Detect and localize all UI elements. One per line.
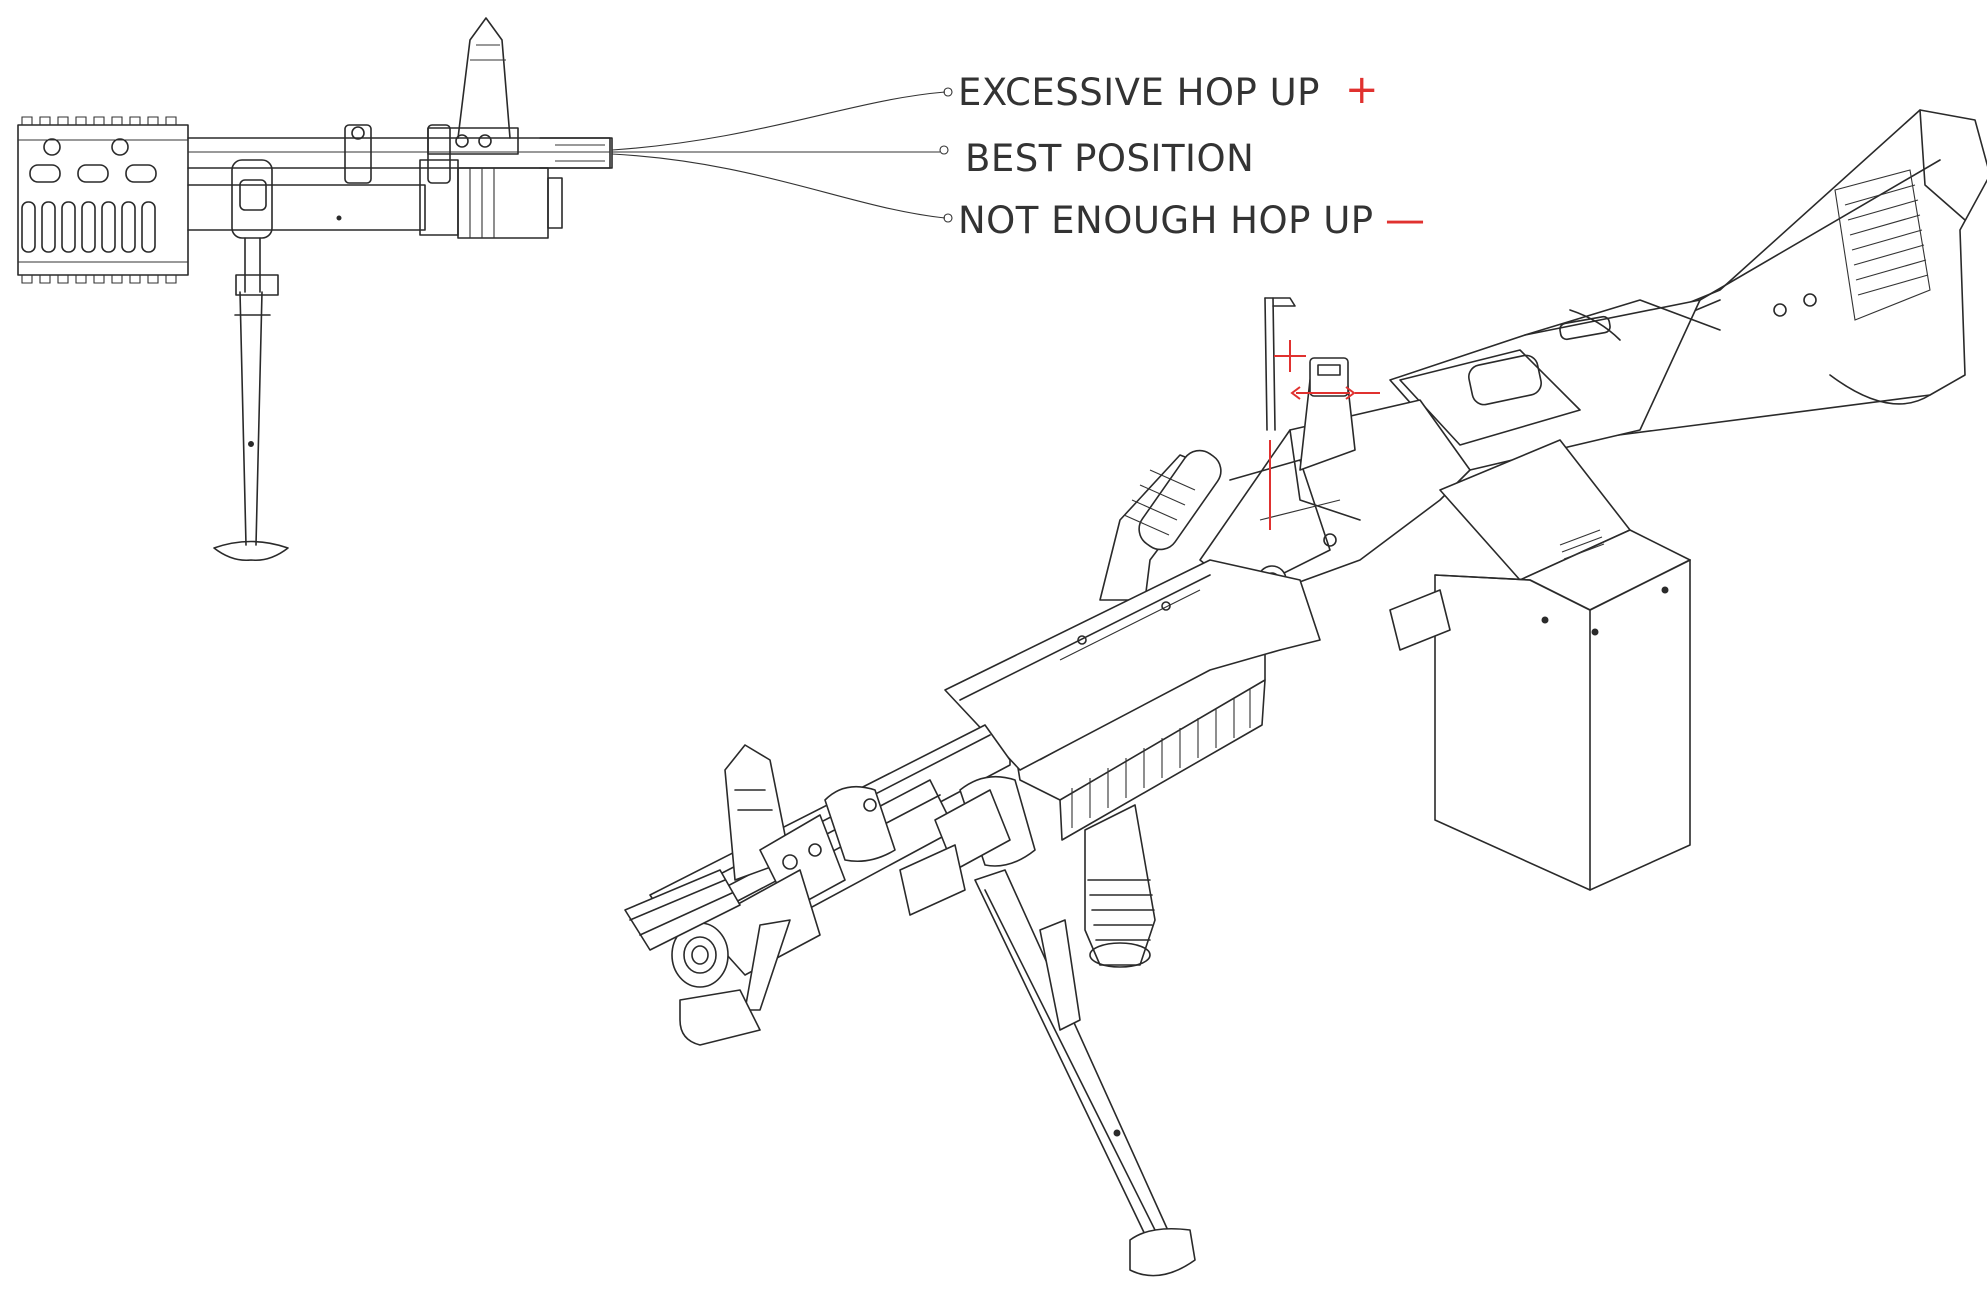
barrel-side-detail-icon [17, 17, 613, 562]
hop-up-leader-lines [611, 87, 953, 223]
label-best-position: BEST POSITION [965, 137, 1255, 180]
minus-sign: — [1385, 197, 1425, 243]
hex-key-icon [1264, 297, 1296, 431]
label-excessive-hop-up: EXCESSIVE HOP UP [958, 71, 1320, 114]
plus-sign: + [1345, 67, 1379, 113]
label-not-enough-hop-up: NOT ENOUGH HOP UP [958, 199, 1374, 242]
machine-gun-isometric-icon [624, 109, 1987, 1277]
adjustment-indicator-icon [1269, 340, 1380, 530]
